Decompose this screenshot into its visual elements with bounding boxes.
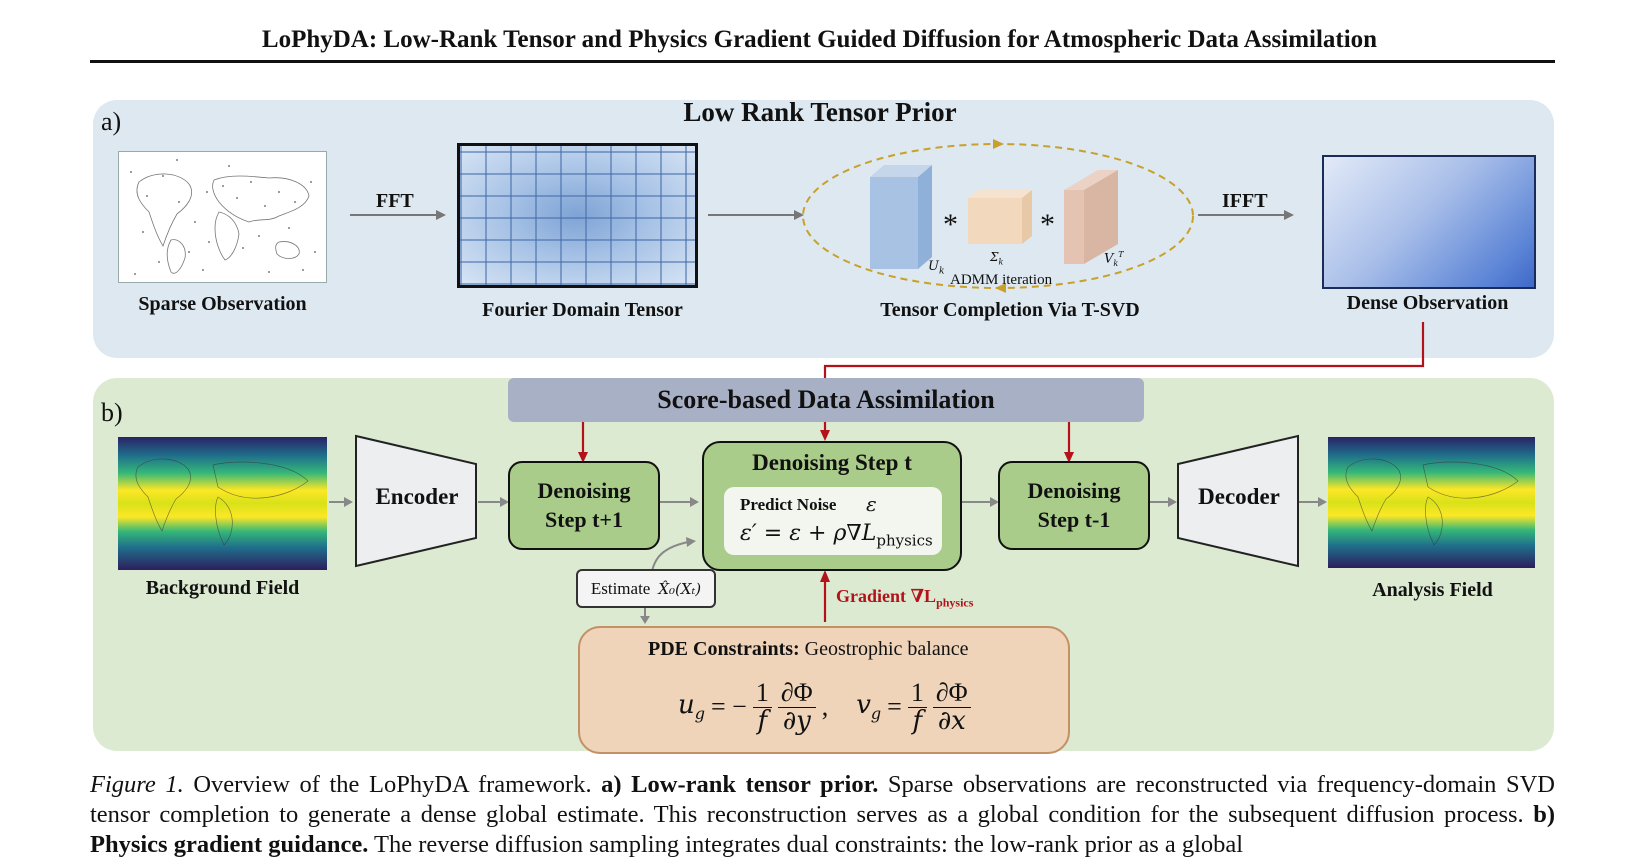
sigma-cube-icon <box>968 190 1032 244</box>
multiply-star-1: * <box>943 208 958 241</box>
step-minus-line2: Step t-1 <box>1037 506 1111 532</box>
step-t-title: Denoising Step t <box>752 450 912 475</box>
estimate-math: X̂₀(Xₜ) <box>658 579 702 598</box>
predict-noise-label: Predict Noise <box>740 495 837 514</box>
score-based-banner: Score-based Data Assimilation <box>508 378 1144 422</box>
epsilon-symbol: ε <box>866 492 877 516</box>
background-continents-icon <box>135 458 309 546</box>
fourier-domain-tensor <box>457 143 698 288</box>
pde-title: PDE Constraints: <box>648 638 800 660</box>
ifft-arrow-icon <box>1198 210 1294 220</box>
analysis-field-heatmap <box>1328 437 1535 568</box>
fft-arrow-icon <box>350 210 446 220</box>
uk-label: Uk <box>928 259 945 277</box>
fraction-3: 1 f <box>907 679 927 735</box>
fft-label: FFT <box>376 190 414 212</box>
fraction-2: ∂Φ ∂y <box>777 679 816 735</box>
comma: , <box>821 692 829 721</box>
step-minus-line1: Denoising <box>1027 477 1121 503</box>
pde-heading: PDE Constraints: Geostrophic balance <box>648 638 969 661</box>
pde-subtitle: Geostrophic balance <box>804 638 969 660</box>
noise-update-formula: ε′ = ε + ρ∇Lphysics <box>740 521 933 550</box>
world-outline-icon <box>130 159 316 275</box>
fraction-4: ∂Φ ∂x <box>932 679 971 735</box>
predict-noise-panel: Predict Noise ε ε′ = ε + ρ∇Lphysics <box>724 487 942 555</box>
gradient-label: Gradient ∇Lphysics <box>836 586 974 610</box>
panel-a-background <box>93 100 1554 358</box>
caption-part-a-title: a) Low-rank tensor prior. <box>601 771 879 798</box>
caption-part-a-text: Sparse observations are reconstructed vi… <box>90 771 1555 828</box>
figure-caption: Figure 1. Overview of the LoPhyDA framew… <box>90 770 1555 860</box>
estimate-label: Estimate <box>590 578 651 598</box>
fourier-domain-label: Fourier Domain Tensor <box>482 299 683 321</box>
sparse-observation-label: Sparse Observation <box>138 293 307 315</box>
vk-slab-icon <box>1064 170 1118 264</box>
denoising-step-t-box: Denoising Step t Predict Noise ε ε′ = ε … <box>702 441 962 571</box>
sparse-observation-map <box>118 151 327 283</box>
condition-connectors <box>578 322 1425 622</box>
admm-iteration-loop-icon <box>802 139 1194 293</box>
fraction-1: 1 f <box>752 679 772 735</box>
analysis-continents-icon <box>1345 458 1519 546</box>
admm-iteration-label: ADMM iteration <box>950 272 1053 288</box>
header-rule <box>90 60 1555 63</box>
sigma-label: Σk <box>990 250 1004 267</box>
encoder-label: Encoder <box>375 484 459 509</box>
ifft-label: IFFT <box>1222 190 1268 212</box>
decoder-trapezoid-icon <box>1177 434 1299 568</box>
pde-constraints-box: PDE Constraints: Geostrophic balance ug … <box>578 626 1070 754</box>
to-tsvd-arrow-icon <box>708 210 804 220</box>
background-field-label: Background Field <box>145 577 300 599</box>
panel-a-letter: a) <box>101 107 122 136</box>
analysis-field-label: Analysis Field <box>1372 579 1493 601</box>
figure-number: Figure 1. <box>90 771 184 798</box>
dense-observation-label: Dense Observation <box>1346 292 1509 314</box>
caption-part-b-text: The reverse diffusion sampling integrate… <box>368 831 1244 858</box>
eq-sign-1: = − <box>711 692 747 721</box>
multiply-star-2: * <box>1040 208 1055 241</box>
geostrophic-equations: ug = − 1 f ∂Φ ∂y , vg = 1 f ∂Φ ∂x <box>678 672 971 742</box>
ug-term: ug <box>678 690 705 724</box>
background-field-heatmap <box>118 437 327 570</box>
caption-intro: Overview of the LoPhyDA framework. <box>183 771 602 798</box>
panel-a-heading: Low Rank Tensor Prior <box>683 97 957 127</box>
panel-b-letter: b) <box>101 398 123 427</box>
step-plus-line1: Denoising <box>537 477 631 503</box>
dense-observation-image <box>1322 155 1536 289</box>
eq-sign-2: = <box>887 692 902 721</box>
step-plus-line2: Step t+1 <box>545 506 623 532</box>
estimate-box: Estimate X̂₀(Xₜ) <box>576 569 716 608</box>
encoder-trapezoid-icon <box>355 434 477 568</box>
tsvd-label: Tensor Completion Via T-SVD <box>880 299 1140 321</box>
uk-cube-icon <box>870 165 932 269</box>
vg-term: vg <box>856 690 882 724</box>
paper-header-title: LoPhyDA: Low-Rank Tensor and Physics Gra… <box>261 26 1378 53</box>
vk-label: VkT <box>1104 250 1124 268</box>
decoder-label: Decoder <box>1198 484 1280 509</box>
